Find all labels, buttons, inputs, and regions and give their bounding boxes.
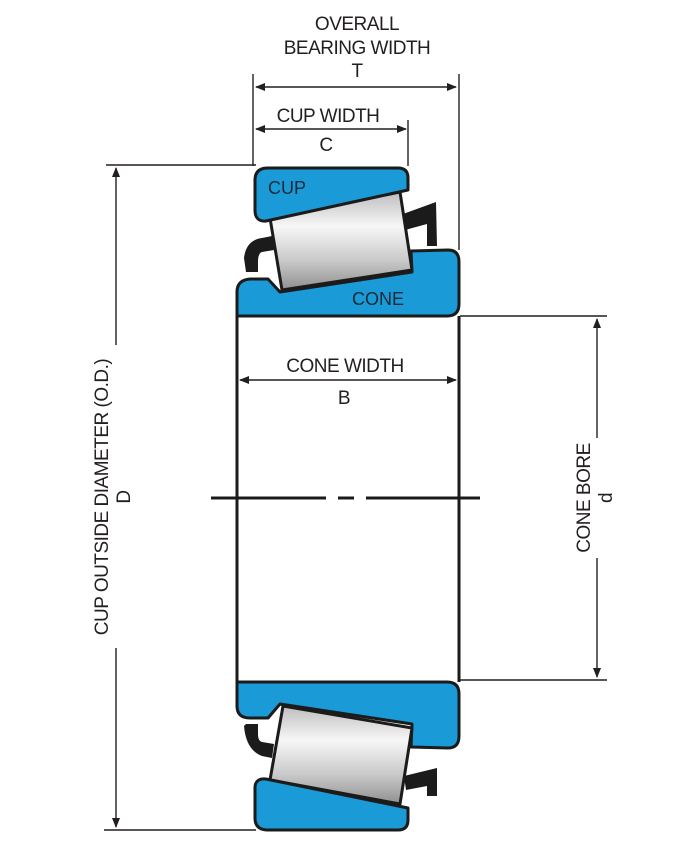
cone-bore-label: CONE BORE bbox=[574, 443, 595, 553]
seal-top-left bbox=[244, 236, 274, 272]
cone-top bbox=[235, 248, 461, 318]
cone-bore-dimension: CONE BORE d bbox=[460, 315, 617, 681]
cup-bottom bbox=[253, 777, 410, 832]
top-bearing-section: CUP CONE bbox=[235, 166, 461, 318]
cup-top bbox=[253, 166, 410, 223]
cup-od-symbol: D bbox=[114, 490, 135, 503]
roller-bottom bbox=[268, 704, 414, 806]
cup-width-symbol: C bbox=[319, 135, 332, 156]
seal-bottom-left bbox=[244, 724, 274, 758]
cup-od-dimension: CUP OUTSIDE DIAMETER (O.D.) D bbox=[92, 164, 256, 831]
overall-symbol: T bbox=[351, 61, 363, 82]
cone-label: CONE bbox=[352, 289, 404, 309]
seal-bottom-right bbox=[404, 768, 437, 796]
cup-width-dimension: CUP WIDTH C bbox=[255, 106, 409, 166]
overall-label-line2: BEARING WIDTH bbox=[284, 38, 431, 59]
overall-width-dimension: OVERALL BEARING WIDTH T bbox=[252, 14, 460, 250]
cone-width-label: CONE WIDTH bbox=[286, 356, 403, 377]
seal-top-right bbox=[403, 202, 437, 246]
overall-label-line1: OVERALL bbox=[315, 14, 399, 35]
cone-width-symbol: B bbox=[338, 388, 350, 409]
cup-od-label: CUP OUTSIDE DIAMETER (O.D.) bbox=[92, 359, 113, 636]
cone-bore-symbol: d bbox=[596, 493, 617, 503]
cone-width-dimension: CONE WIDTH B bbox=[239, 356, 457, 409]
cup-width-label: CUP WIDTH bbox=[277, 106, 380, 127]
bottom-bearing-section bbox=[235, 680, 461, 832]
cone-bottom bbox=[235, 680, 461, 750]
cup-label: CUP bbox=[268, 178, 306, 198]
